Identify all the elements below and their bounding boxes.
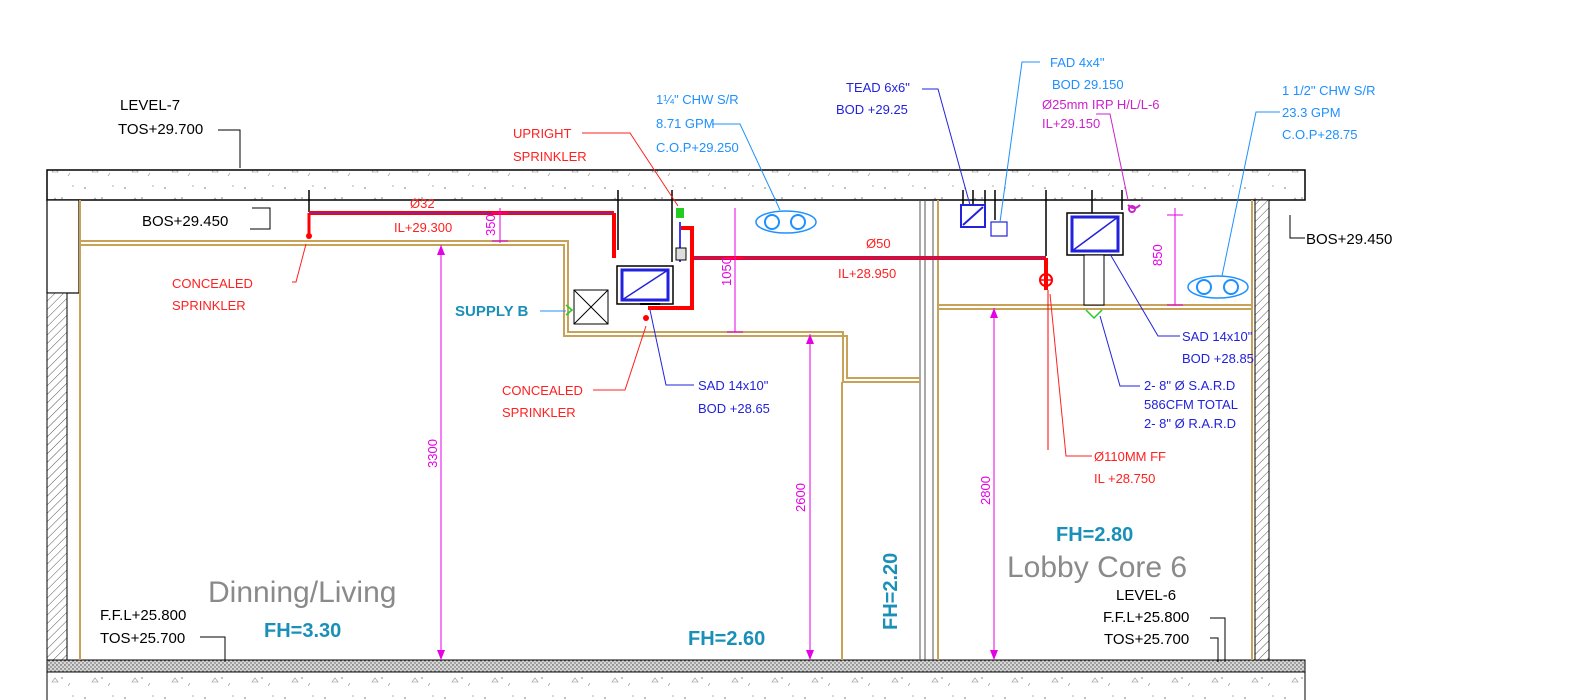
chw2-label-c: C.O.P+28.75 <box>1282 127 1358 142</box>
dim-3300: 3300 <box>425 439 440 468</box>
sad1-label-a: SAD 14x10" <box>698 378 769 393</box>
dim-2600: 2600 <box>793 483 808 512</box>
tos-right-label: TOS+25.700 <box>1104 631 1189 648</box>
floor-drain-label-b: IL +28.750 <box>1094 471 1155 486</box>
supply-b-label: SUPPLY B <box>455 303 529 320</box>
fad-label-b: BOD 29.150 <box>1052 77 1124 92</box>
concealed-sprinkler-1-a: CONCEALED <box>172 276 253 291</box>
irp-label-b: IL+29.150 <box>1042 116 1100 131</box>
chw2-label-a: 1 1/2" CHW S/R <box>1282 83 1375 98</box>
sad1-label-b: BOD +28.65 <box>698 401 770 416</box>
bos-right-label: BOS+29.450 <box>1306 231 1392 248</box>
room-name-dinning: Dinning/Living <box>208 576 396 609</box>
level7-label: LEVEL-7 <box>120 97 180 114</box>
concealed-sprinkler-1-b: SPRINKLER <box>172 298 246 313</box>
chw1-label-b: 8.71 GPM <box>656 116 715 131</box>
chw1-label-c: C.O.P+29.250 <box>656 140 739 155</box>
chw-pipe-icon-2 <box>1187 275 1249 299</box>
left-wall <box>46 292 68 661</box>
il-29300-label: IL+29.300 <box>394 220 452 235</box>
room-name-lobby: Lobby Core 6 <box>1007 551 1187 584</box>
il-28950-label: IL+28.950 <box>838 266 896 281</box>
fh-260: FH=2.60 <box>688 628 765 650</box>
fh-280: FH=2.80 <box>1056 524 1133 546</box>
dim-350: 350 <box>483 214 498 236</box>
left-column <box>46 199 80 294</box>
tos-top-label: TOS+29.700 <box>118 121 203 138</box>
bos-left-label: BOS+29.450 <box>142 213 228 230</box>
dim-1050: 1050 <box>719 257 734 286</box>
sard-label-a: 2- 8" Ø S.A.R.D <box>1144 378 1235 393</box>
chw-pipe-icon-1 <box>755 210 817 234</box>
level6-label: LEVEL-6 <box>1116 587 1176 604</box>
fh-220: FH=2.20 <box>880 553 902 630</box>
dim-2800: 2800 <box>978 476 993 505</box>
bottom-slab-finish <box>46 659 1306 673</box>
chw1-label-a: 1¼" CHW S/R <box>656 92 739 107</box>
hangers <box>308 190 1123 262</box>
upright-sprinkler-a: UPRIGHT <box>513 126 572 141</box>
sard-label-c: 2- 8" Ø R.A.R.D <box>1144 416 1236 431</box>
sad2-label-b: BOD +28.85 <box>1182 351 1254 366</box>
fad-label-a: FAD 4x4" <box>1050 55 1105 70</box>
fh-330: FH=3.30 <box>264 620 341 642</box>
sard-label-b: 586CFM TOTAL <box>1144 397 1238 412</box>
top-slab <box>46 169 1306 201</box>
ffl-left-label: F.F.L+25.800 <box>100 607 186 624</box>
concealed-sprinkler-2-a: CONCEALED <box>502 383 583 398</box>
dim-850: 850 <box>1150 244 1165 266</box>
upright-sprinkler-b: SPRINKLER <box>513 149 587 164</box>
floor-drain-label-a: Ø110MM FF <box>1094 449 1166 464</box>
tead-label-b: BOD +29.25 <box>836 102 908 117</box>
pipe-50 <box>648 208 1053 450</box>
ffl-right-label: F.F.L+25.800 <box>1103 609 1189 626</box>
bottom-slab <box>46 671 1306 700</box>
false-ceiling <box>80 240 1252 383</box>
concealed-sprinkler-2-b: SPRINKLER <box>502 405 576 420</box>
pipe-32-label: Ø32 <box>410 196 435 211</box>
pipe-50-label: Ø50 <box>866 236 891 251</box>
sad2-label-a: SAD 14x10" <box>1182 329 1253 344</box>
tead-label-a: TEAD 6x6" <box>846 80 910 95</box>
tos-left-label: TOS+25.700 <box>100 630 185 647</box>
chw2-label-b: 23.3 GPM <box>1282 105 1341 120</box>
right-wall <box>1254 199 1270 661</box>
pipe-32 <box>306 211 616 258</box>
irp-label-a: Ø25mm IRP H/L/L-6 <box>1042 97 1160 112</box>
fad-box <box>990 221 1008 237</box>
